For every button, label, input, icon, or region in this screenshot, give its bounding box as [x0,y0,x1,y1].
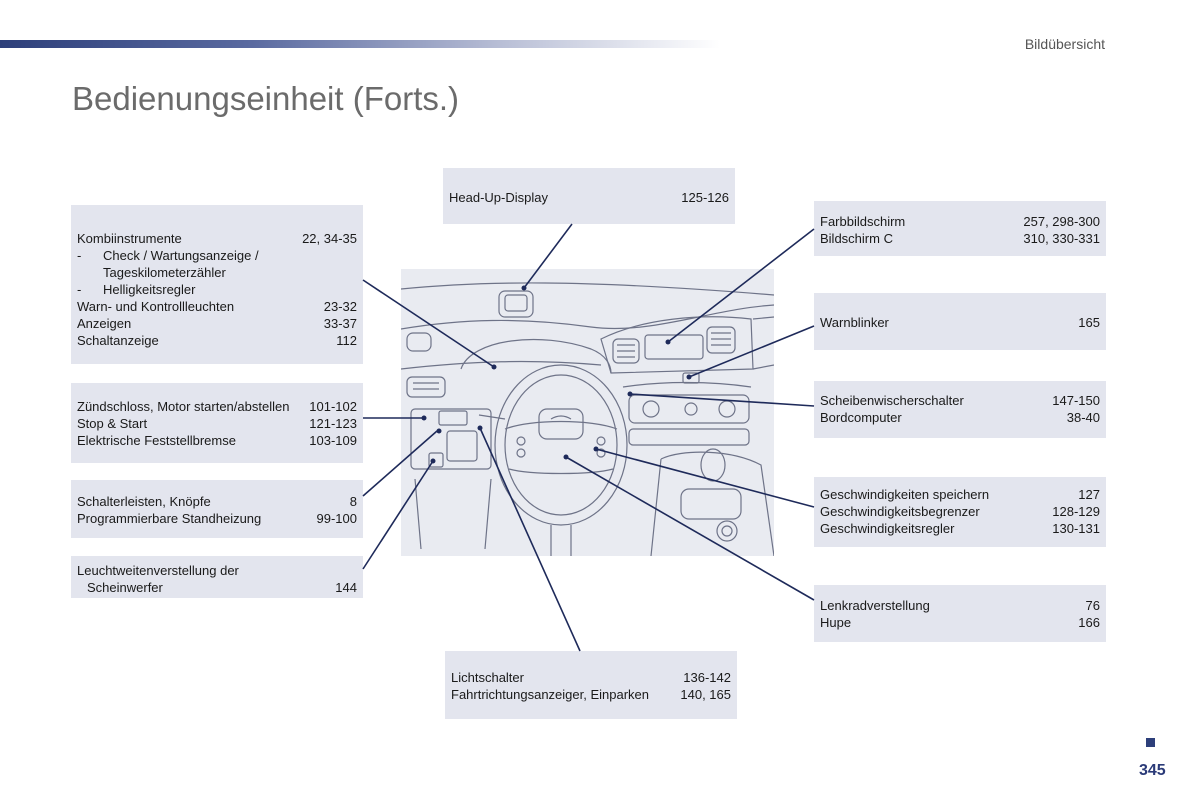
header-gradient-bar [0,40,720,48]
section-label: Bildübersicht [1024,36,1105,52]
page-number: 345 [1139,762,1166,779]
page-title: Bedienungseinheit (Forts.) [72,80,460,117]
dashboard-illustration [401,269,774,556]
sub-item: -Helligkeitsregler [77,282,196,297]
sub-item-continued: Tageskilometerzähler [103,265,226,280]
sub-item: -Check / Wartungsanzeige / [77,248,259,263]
index-label: Leuchtweitenverstellung der [77,563,239,578]
page-marker [1146,738,1155,747]
dashboard-line-drawing [401,282,774,556]
box-leuchtweite: Leuchtweitenverstellung der Scheinwerfer… [71,556,363,598]
